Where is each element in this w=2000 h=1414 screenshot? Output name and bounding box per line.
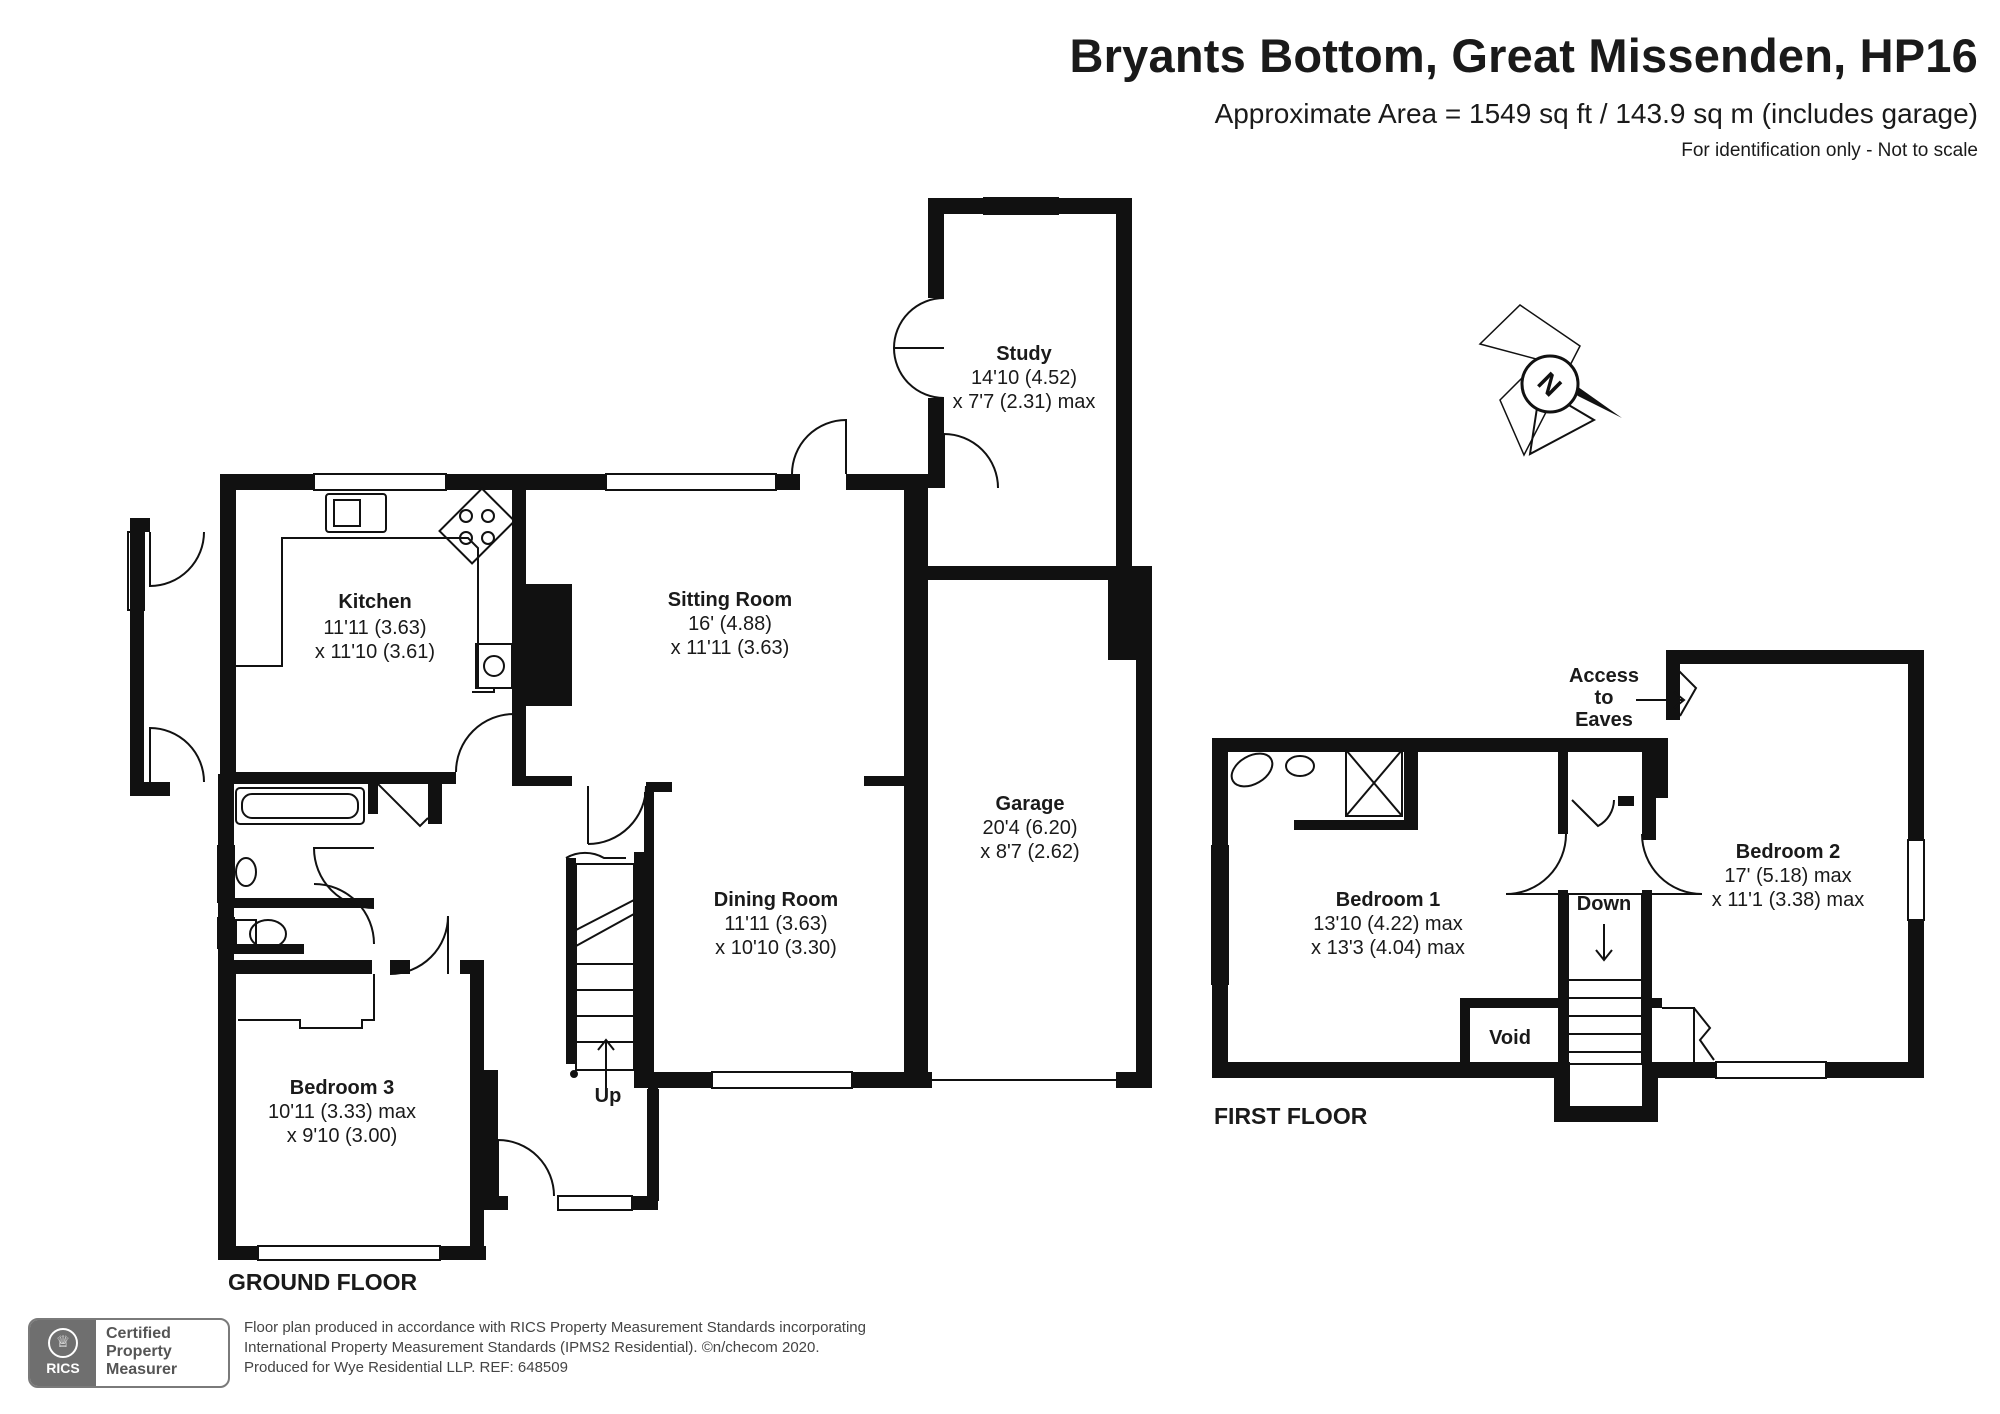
legal-notice: Floor plan produced in accordance with R…	[244, 1318, 866, 1378]
garage-name: Garage	[996, 793, 1065, 815]
disclaimer-note: For identification only - Not to scale	[1681, 140, 1978, 161]
dining-room-dim1: 11'11 (3.63)	[724, 913, 827, 935]
stairs-up-label: Up	[595, 1085, 622, 1107]
approximate-area: Approximate Area = 1549 sq ft / 143.9 sq…	[1214, 98, 1978, 129]
ground-floor-label: GROUND FLOOR	[228, 1269, 417, 1295]
rics-lion-icon: ♕	[48, 1328, 78, 1358]
logo-text: Certified Property Measurer	[106, 1325, 177, 1379]
legal-line2: International Property Measurement Stand…	[244, 1339, 820, 1356]
eaves-label-line2: to	[1595, 687, 1614, 709]
study-name: Study	[996, 343, 1052, 365]
ground-floor-fixtures	[235, 487, 635, 1100]
first-floor-details	[1211, 659, 1925, 1079]
bedroom1-name: Bedroom 1	[1336, 889, 1440, 911]
first-floor-label: FIRST FLOOR	[1214, 1103, 1368, 1129]
study-dim1: 14'10 (4.52)	[971, 367, 1077, 389]
kitchen-dim1: 11'11 (3.63)	[323, 617, 426, 639]
rics-logo-panel: ♕ RICS	[30, 1320, 96, 1386]
bedroom2-name: Bedroom 2	[1736, 841, 1840, 863]
room-label-bedroom-1: Bedroom 1 13'10 (4.22) max x 13'3 (4.04)…	[1311, 889, 1465, 959]
room-label-bedroom-2: Bedroom 2 17' (5.18) max x 11'1 (3.38) m…	[1712, 841, 1864, 911]
compass-rose: N	[1478, 304, 1622, 457]
bedroom3-dim2: x 9'10 (3.00)	[287, 1125, 398, 1147]
logo-line3: Measurer	[106, 1361, 178, 1378]
rics-certified-logo: ♕ RICS Certified Property Measurer	[28, 1318, 230, 1388]
room-label-bedroom-3: Bedroom 3 10'11 (3.33) max x 9'10 (3.00)	[268, 1077, 416, 1147]
room-label-sitting-room: Sitting Room 16' (4.88) x 11'11 (3.63)	[668, 589, 792, 659]
garage-dim2: x 8'7 (2.62)	[980, 841, 1079, 863]
dining-room-name: Dining Room	[714, 889, 838, 911]
bedroom2-dim2: x 11'1 (3.38) max	[1712, 889, 1864, 911]
room-label-dining-room: Dining Room 11'11 (3.63) x 10'10 (3.30)	[714, 889, 838, 959]
first-floor-plan	[1212, 650, 1924, 1122]
ground-floor-windows	[127, 197, 1116, 1261]
bedroom1-dim1: 13'10 (4.22) max	[1313, 913, 1462, 935]
void-label: Void	[1489, 1027, 1531, 1049]
stairs-down-label: Down	[1577, 893, 1631, 915]
logo-line2: Property	[106, 1343, 172, 1360]
sitting-room-dim2: x 11'11 (3.63)	[671, 637, 790, 659]
bedroom1-dim2: x 13'3 (4.04) max	[1311, 937, 1465, 959]
legal-line1: Floor plan produced in accordance with R…	[244, 1319, 866, 1336]
garage-dim1: 20'4 (6.20)	[983, 817, 1078, 839]
ground-floor-doors	[149, 297, 999, 1197]
kitchen-name: Kitchen	[338, 591, 411, 613]
bedroom2-dim1: 17' (5.18) max	[1724, 865, 1851, 887]
eaves-label-line3: Eaves	[1575, 709, 1633, 731]
sitting-room-dim1: 16' (4.88)	[688, 613, 772, 635]
room-label-kitchen: Kitchen 11'11 (3.63) x 11'10 (3.61)	[315, 591, 435, 663]
study-dim2: x 7'7 (2.31) max	[953, 391, 1096, 413]
logo-line1: Certified	[106, 1325, 171, 1342]
eaves-label-line1: Access	[1569, 665, 1639, 687]
dining-room-dim2: x 10'10 (3.30)	[715, 937, 837, 959]
room-label-garage: Garage 20'4 (6.20) x 8'7 (2.62)	[980, 793, 1079, 863]
bedroom3-name: Bedroom 3	[290, 1077, 394, 1099]
bedroom3-dim1: 10'11 (3.33) max	[268, 1101, 416, 1123]
rics-brand: RICS	[46, 1360, 80, 1376]
kitchen-dim2: x 11'10 (3.61)	[315, 641, 435, 663]
room-label-study: Study 14'10 (4.52) x 7'7 (2.31) max	[953, 343, 1096, 413]
legal-line3: Produced for Wye Residential LLP. REF: 6…	[244, 1359, 568, 1376]
plan-title: Bryants Bottom, Great Missenden, HP16	[1069, 29, 1978, 82]
sitting-room-name: Sitting Room	[668, 589, 792, 611]
ground-floor-plan	[130, 198, 1152, 1260]
